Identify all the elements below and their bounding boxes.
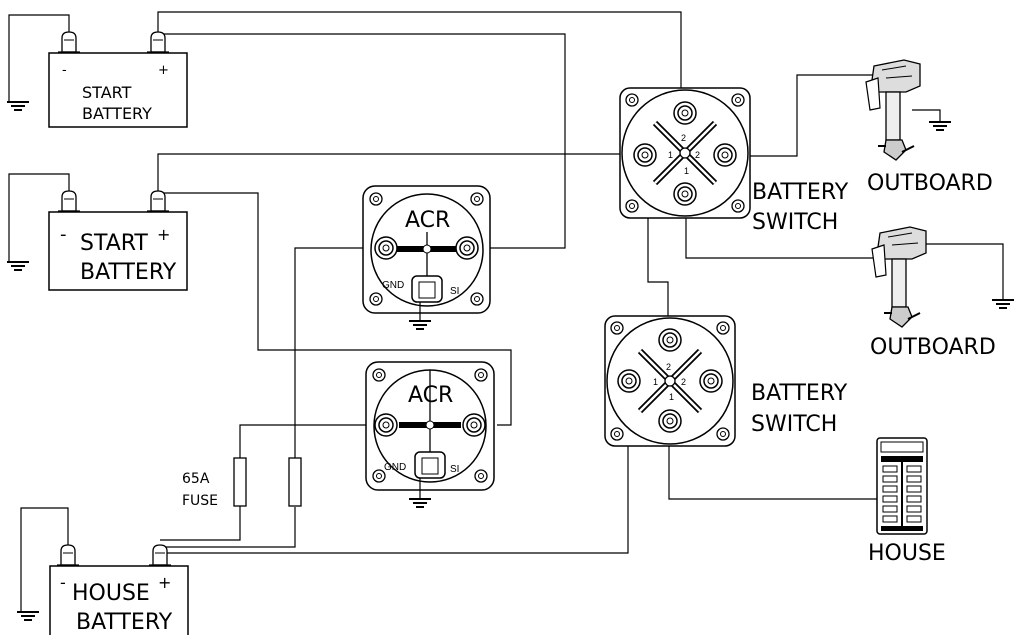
- ground-symbol: [6, 261, 30, 271]
- battery-switch-label-line1: BATTERY: [752, 180, 849, 205]
- ground-symbol: [16, 611, 40, 621]
- battery-switch-label-line1: BATTERY: [751, 381, 848, 406]
- battery-label-line1: START: [80, 231, 148, 256]
- acr-title: ACR: [405, 208, 450, 233]
- switch-pos-right: 2: [695, 150, 700, 160]
- battery-label-line2: BATTERY: [82, 104, 152, 123]
- switch-pos-right: 2: [681, 377, 686, 387]
- acr-si-label: SI: [450, 286, 459, 297]
- switch-pos-bottom: 1: [669, 392, 674, 402]
- battery-neg-label: -: [60, 224, 67, 245]
- acr-unit-1: ACR GND SI: [362, 185, 491, 330]
- ground-symbol: [6, 101, 30, 111]
- battery-switch-label-line2: SWITCH: [752, 210, 838, 235]
- battery-neg-label: -: [62, 63, 67, 78]
- battery-pos-label: +: [158, 573, 171, 592]
- switch-pos-top: 2: [666, 362, 671, 372]
- battery-label-line2: BATTERY: [76, 610, 173, 635]
- battery-switch-2: 2 1 2 1: [604, 315, 736, 447]
- fuse-block-icon: [876, 437, 928, 535]
- fuse-label-line2: FUSE: [182, 493, 218, 509]
- fuse-symbol: [288, 457, 302, 507]
- fuse-label-line1: 65A: [182, 471, 210, 487]
- start-battery-1: - + START BATTERY: [48, 31, 188, 128]
- outboard-label-2: OUTBOARD: [870, 335, 996, 360]
- acr-si-label: SI: [450, 464, 459, 475]
- outboard-label-1: OUTBOARD: [867, 171, 993, 196]
- battery-label-line1: START: [82, 83, 132, 102]
- battery-neg-label: -: [60, 573, 66, 592]
- wires: [8, 11, 1004, 613]
- house-label: HOUSE: [868, 541, 946, 566]
- acr-title: ACR: [408, 383, 453, 408]
- ground-symbol: [991, 299, 1015, 309]
- battery-label-line2: BATTERY: [80, 260, 177, 285]
- battery-switch-label-line2: SWITCH: [751, 412, 837, 437]
- switch-pos-top: 2: [681, 133, 686, 143]
- fuse-symbol: [233, 457, 247, 507]
- switch-pos-bottom: 1: [684, 166, 689, 176]
- battery-pos-label: +: [158, 63, 169, 78]
- battery-pos-label: +: [157, 225, 170, 244]
- switch-pos-left: 1: [653, 377, 658, 387]
- ground-symbol: [928, 121, 952, 131]
- acr-gnd-label: GND: [384, 462, 406, 473]
- battery-switch-1: 2 1 2 1: [619, 87, 751, 219]
- acr-unit-2: ACR GND SI: [365, 361, 495, 508]
- start-battery-2: - START + BATTERY: [48, 190, 188, 291]
- battery-label-line1: HOUSE: [72, 581, 150, 606]
- acr-gnd-label: GND: [382, 280, 404, 291]
- outboard-motor-icon: [871, 226, 927, 328]
- house-battery: - HOUSE + BATTERY: [49, 544, 189, 635]
- switch-pos-left: 1: [668, 150, 673, 160]
- outboard-motor-icon: [865, 59, 921, 161]
